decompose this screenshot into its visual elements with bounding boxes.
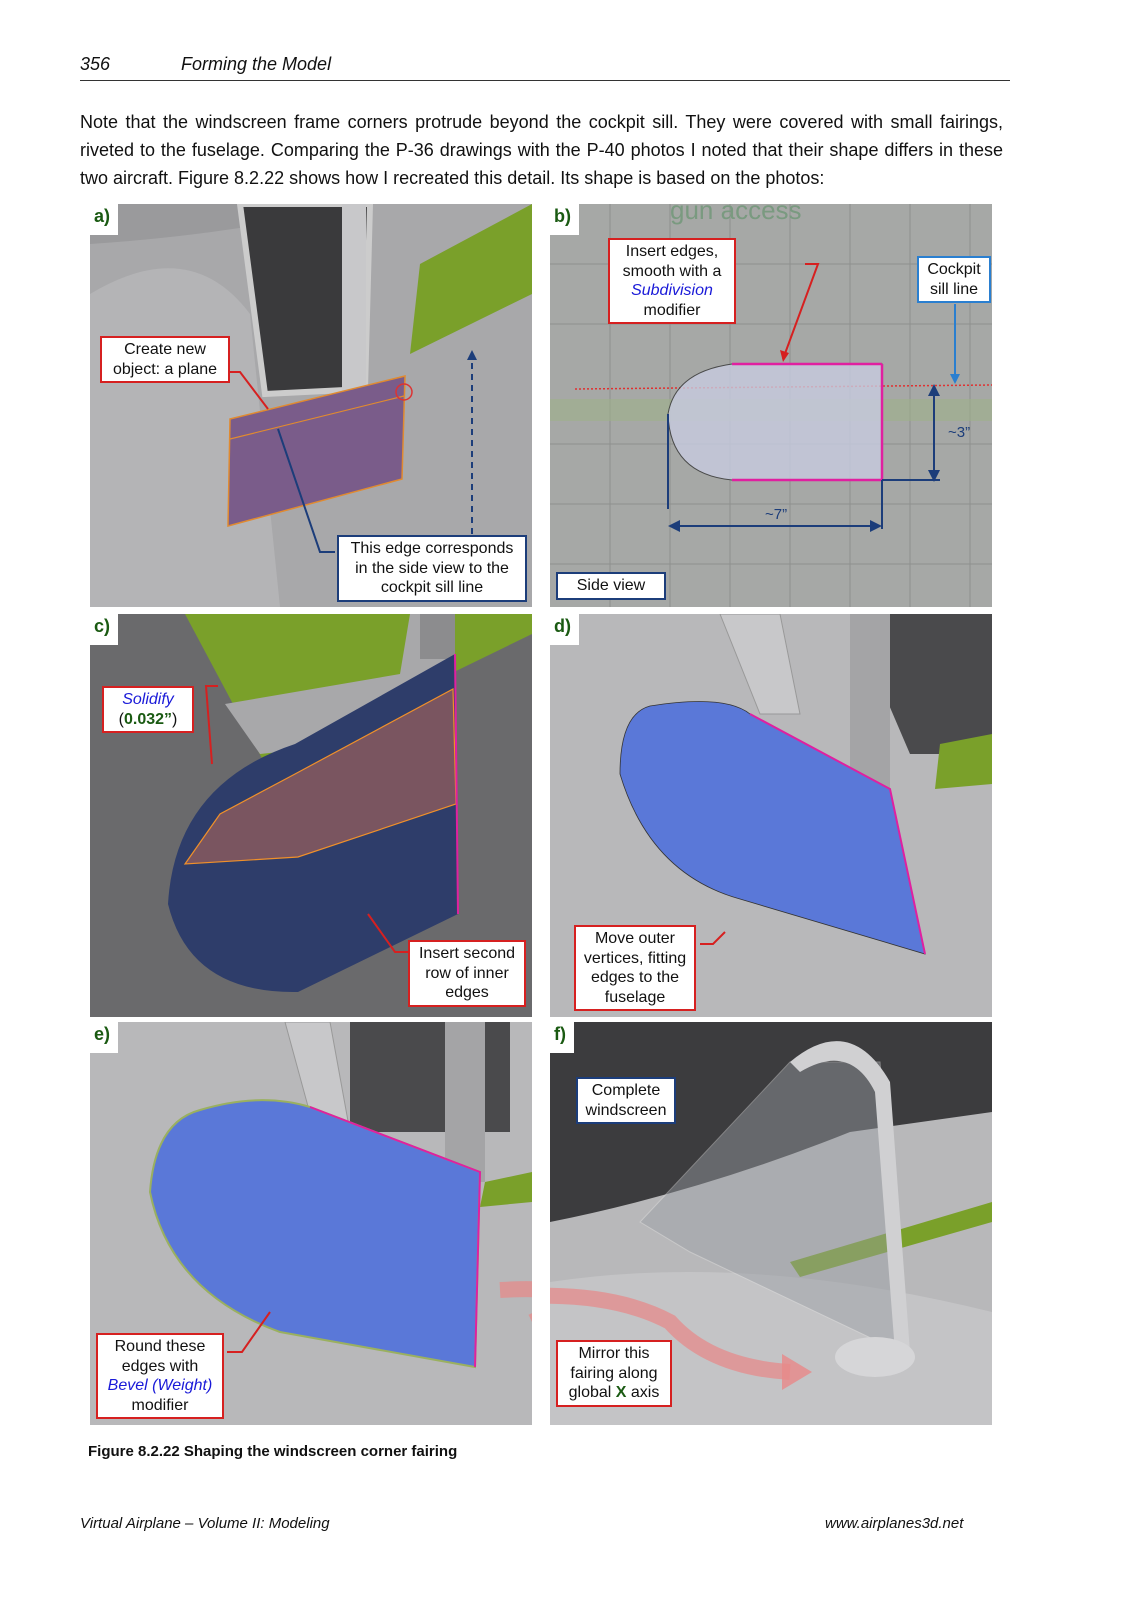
footer-book-title: Virtual Airplane – Volume II: Modeling [80,1515,330,1532]
callout-text: Mirror this fairing along global [568,1345,658,1401]
figure-panel-e: e) Round these edges with Bevel (Weight)… [90,1022,532,1425]
background-drawing-text: gun access [670,204,802,225]
panel-d-render [550,614,992,1017]
callout-insert-edges: Insert edges, smooth with a Subdivision … [608,238,736,324]
panel-label: e) [90,1022,119,1053]
modifier-name: Bevel (Weight) [107,1377,213,1394]
dimension-height: ~3” [948,424,971,441]
callout-round-edges: Round these edges with Bevel (Weight) mo… [96,1333,224,1419]
thickness-value: 0.032” [123,710,173,728]
callout-text: modifier [643,301,701,319]
callout-move-outer-vertices: Move outer vertices, fitting edges to th… [574,925,696,1011]
panel-label: d) [550,614,579,645]
dimension-width: ~7” [765,506,788,523]
callout-solidify: Solidify (0.032”) [102,686,194,733]
figure-panel-f: f) Complete windscreen Mirror this fairi… [550,1022,992,1425]
callout-side-view: Side view [556,572,666,600]
page-header: 356 Forming the Model [80,52,1010,81]
figure-panel-b: gun access b) Insert edges, smooth with … [550,204,992,607]
panel-label: f) [550,1022,574,1053]
callout-insert-second-row: Insert second row of inner edges [408,940,526,1007]
callout-mirror-fairing: Mirror this fairing along global X axis [556,1340,672,1407]
panel-label: c) [90,614,119,645]
modifier-name: Subdivision [631,282,713,299]
figure-panel-d: d) Move outer vertices, fitting edges to… [550,614,992,1017]
figure-panel-a: a) Create new object: a plane This edge … [90,204,532,607]
callout-text: axis [630,1384,660,1401]
figure-caption: Figure 8.2.22 Shaping the windscreen cor… [88,1443,458,1460]
callout-edge-sill-line: This edge corresponds in the side view t… [337,535,527,602]
callout-create-plane: Create new object: a plane [100,336,230,383]
callout-text: Insert edges, smooth with a [622,243,722,280]
callout-cockpit-sill-line: Cockpit sill line [917,256,991,303]
callout-text: modifier [131,1396,189,1414]
panel-label: b) [550,204,579,235]
panel-label: a) [90,204,119,235]
body-paragraph: Note that the windscreen frame corners p… [80,112,1003,188]
axis-name: X [615,1384,627,1401]
callout-complete-windscreen: Complete windscreen [576,1077,676,1124]
figure-panel-c: c) Solidify (0.032”) Insert second row o… [90,614,532,1017]
footer-website: www.airplanes3d.net [825,1515,964,1532]
section-title: Forming the Model [181,54,332,74]
page-number: 356 [80,54,111,74]
modifier-name: Solidify [122,691,174,708]
callout-text: Round these edges with [114,1338,206,1375]
